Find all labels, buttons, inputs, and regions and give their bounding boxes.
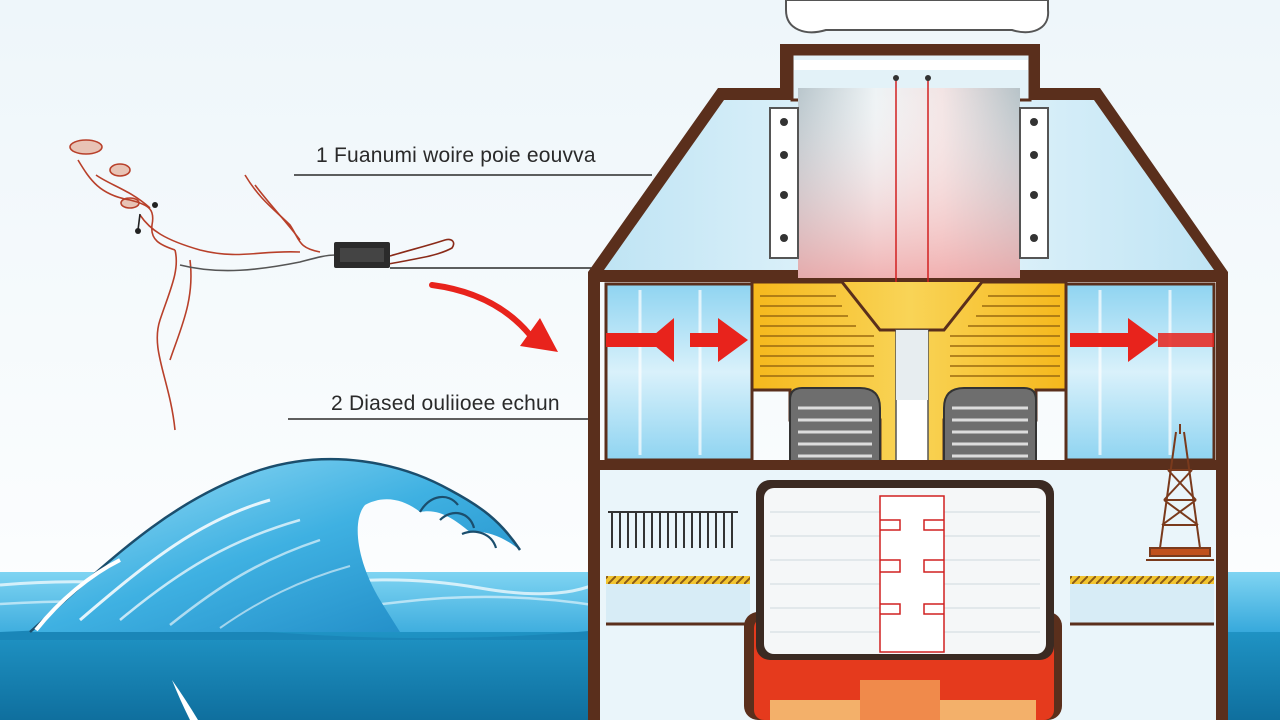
- sensor-housing: [588, 0, 1228, 720]
- tower-icon: [1146, 424, 1214, 561]
- callout-label-1: 1 Fuanumi woire poie eouvva: [316, 144, 596, 168]
- flow-arrow-icon: [429, 282, 558, 352]
- callout-number-2: 2: [331, 392, 343, 415]
- callout-label-2: 2 Diased ouliioee echun: [331, 392, 560, 416]
- callout-text-1: Fuanumi woire poie eouvva: [333, 144, 596, 167]
- pressure-arrows: [606, 318, 1214, 362]
- callout-number-1: 1: [316, 144, 328, 167]
- sensor-cable: [69, 139, 455, 431]
- callout-text-2: Diased ouliioee echun: [348, 392, 560, 415]
- wave-icon: [29, 457, 522, 633]
